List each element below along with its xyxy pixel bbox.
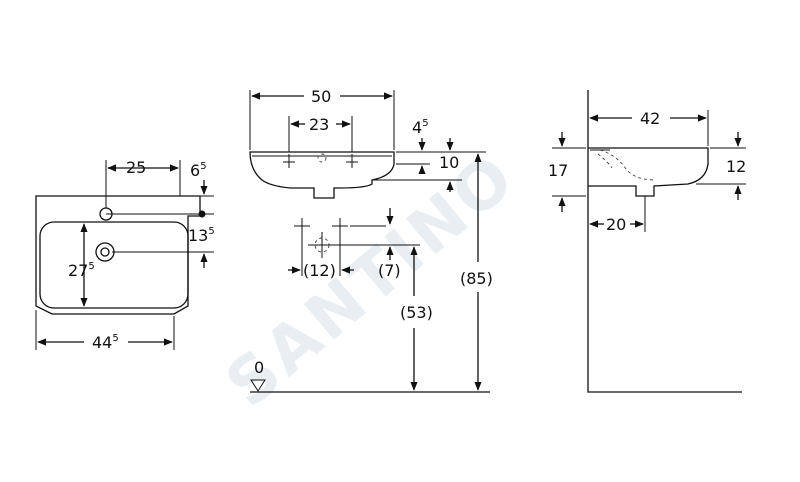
top-view: 25 65 135 275 445	[35, 158, 215, 352]
fixing-marks	[294, 218, 420, 276]
tap-hole-marks	[283, 153, 358, 168]
dim-4: 45	[412, 118, 429, 137]
dim-42: 42	[640, 109, 660, 128]
dim-17: 17	[548, 161, 568, 180]
drain-outer	[95, 242, 115, 262]
dim-23: 23	[309, 115, 329, 134]
side-view: 42 17 12 20	[548, 90, 746, 393]
wall-line	[587, 90, 742, 393]
dim-50: 50	[311, 87, 331, 106]
dim-6: 65	[190, 161, 207, 180]
dim-44: 445	[92, 333, 119, 352]
front-view: 50 23 45 10 (12)	[249, 87, 493, 393]
basin-side-outline	[588, 147, 709, 197]
dim-20: 20	[606, 215, 626, 234]
drain-inner	[100, 247, 110, 257]
dim-53: (53)	[400, 303, 433, 322]
dim-13: 135	[188, 226, 215, 245]
floor-zero: 0	[254, 358, 264, 377]
dim-85: (85)	[460, 269, 493, 288]
basin-top-outline	[35, 195, 201, 315]
floor-level-marker	[250, 379, 266, 392]
dim-25: 25	[126, 158, 146, 177]
dim-12-side: 12	[726, 157, 746, 176]
dim-27: 275	[68, 261, 95, 280]
dim-12-front: (12)	[303, 261, 336, 280]
basin-front-outline	[249, 151, 395, 199]
basin-bowl-outline	[39, 221, 189, 309]
dim-7: (7)	[378, 261, 401, 280]
dim-10: 10	[439, 153, 459, 172]
